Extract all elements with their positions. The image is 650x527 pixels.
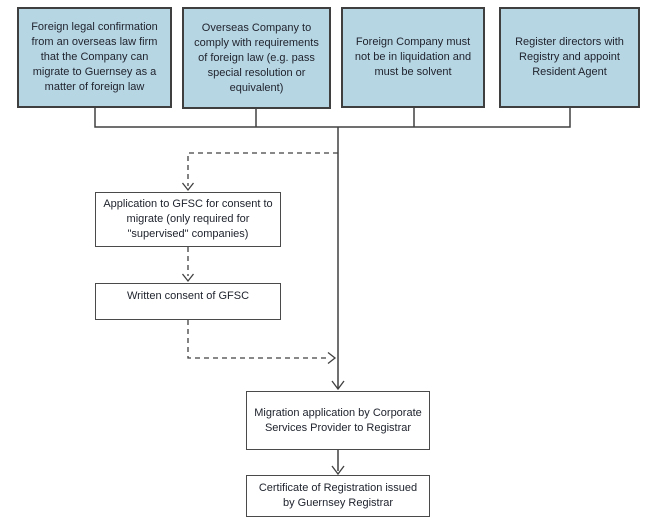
- node-migration-application: Migration application by Corporate Servi…: [246, 391, 430, 450]
- arrow-into-certificate-icon: [331, 465, 345, 476]
- dashed-arrow-into-application-icon: [181, 182, 195, 192]
- dashed-arrow-into-main-line-icon: [327, 351, 337, 365]
- dashed-arrow-into-consent-icon: [181, 273, 195, 283]
- node-migration-application-text: Migration application by Corporate Servi…: [254, 406, 422, 434]
- arrow-into-migration-icon: [331, 380, 345, 391]
- dashed-branch-to-gfsc-application: [187, 152, 338, 186]
- node-foreign-company-solvency: Foreign Company must not be in liquidati…: [341, 7, 485, 108]
- node-register-directors-text: Register directors with Registry and app…: [515, 36, 624, 78]
- node-gfsc-written-consent-text: Written consent of GFSC: [126, 290, 250, 302]
- node-gfsc-written-consent: Written consent of GFSC: [95, 283, 281, 320]
- node-certificate-of-registration-text: Certificate of Registration issued by Gu…: [258, 482, 418, 509]
- node-foreign-legal-confirmation-text: Foreign legal confirmation from an overs…: [31, 21, 158, 93]
- node-register-directors: Register directors with Registry and app…: [499, 7, 640, 108]
- node-foreign-legal-confirmation: Foreign legal confirmation from an overs…: [17, 7, 172, 108]
- node-certificate-of-registration: Certificate of Registration issued by Gu…: [246, 475, 430, 517]
- dashed-consent-return-to-main: [187, 320, 330, 359]
- node-gfsc-application-text: Application to GFSC for consent to migra…: [103, 198, 273, 240]
- node-overseas-company-compliance-text: Overseas Company to comply with requirem…: [194, 21, 319, 94]
- node-gfsc-application: Application to GFSC for consent to migra…: [95, 192, 281, 247]
- node-foreign-company-solvency-text: Foreign Company must not be in liquidati…: [354, 36, 472, 78]
- connector-top-row-bracket: [94, 108, 571, 128]
- node-overseas-company-compliance: Overseas Company to comply with requirem…: [182, 7, 331, 109]
